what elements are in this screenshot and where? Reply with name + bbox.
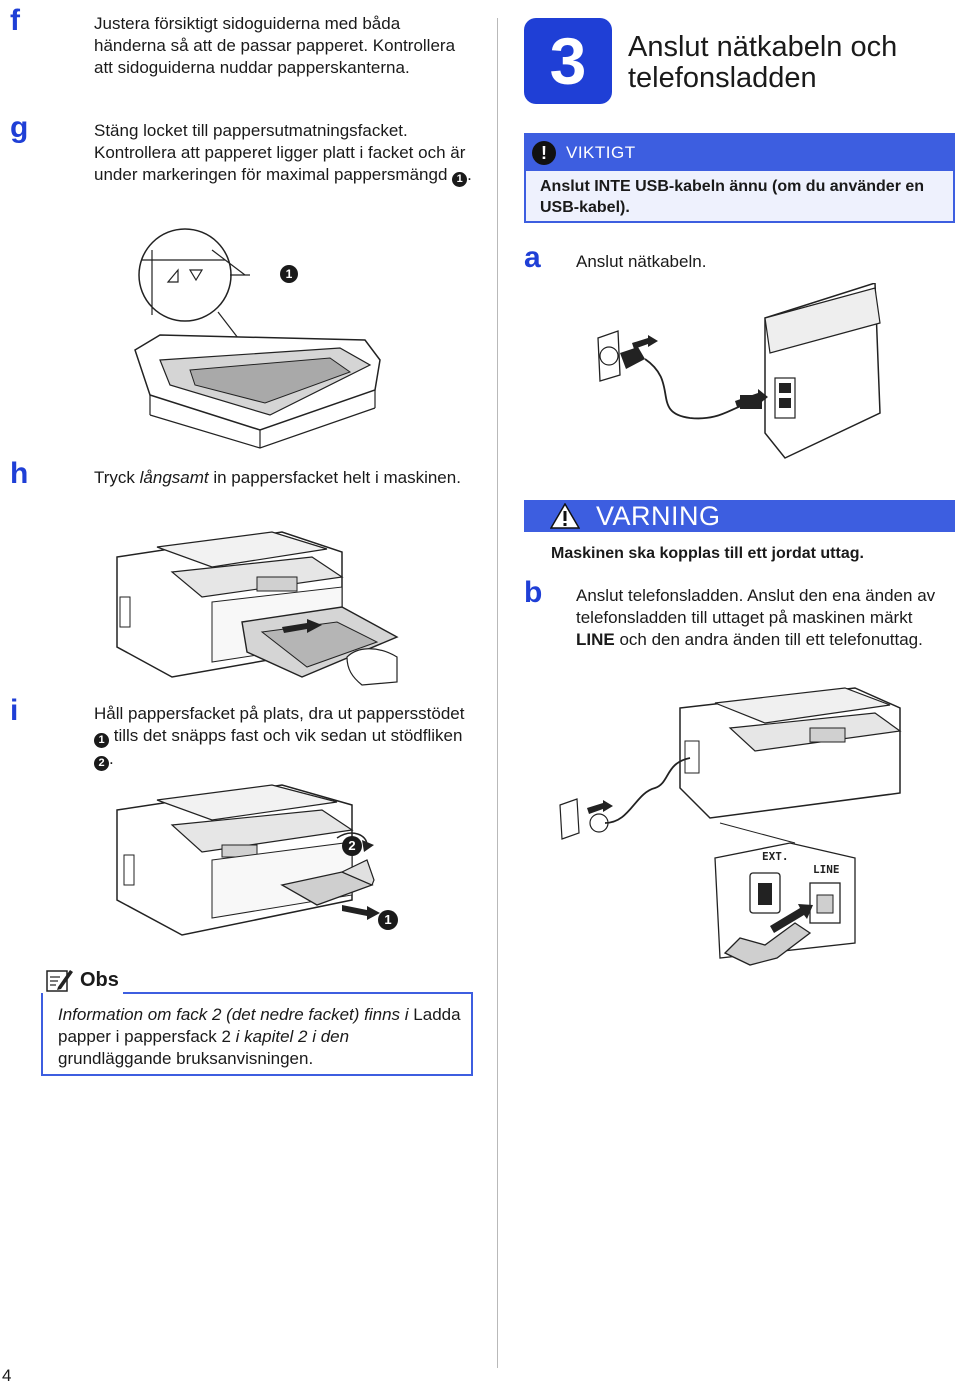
important-header: ! VIKTIGT <box>526 135 953 171</box>
phone-line-illustration: EXT. LINE <box>555 683 920 988</box>
step-letter-f: f <box>10 4 20 37</box>
printer-paper-support-illustration <box>112 780 412 940</box>
step-g-text-end: . <box>467 165 472 184</box>
figure-g-callout-1: 1 <box>280 265 298 283</box>
step-h-text-italic: långsamt <box>139 468 209 487</box>
important-label: VIKTIGT <box>566 143 636 162</box>
step-f-text: Justera försiktigt sidoguiderna med båda… <box>94 14 456 77</box>
callout-2: 2 <box>94 756 109 771</box>
step-i-text: Håll pappersfacket på plats, dra ut papp… <box>94 703 474 771</box>
note-header-rule <box>123 992 473 994</box>
figure-i-callout-1: 1 <box>378 910 398 930</box>
important-box: ! VIKTIGT Anslut INTE USB-kabeln ännu (o… <box>524 133 955 223</box>
section-title: Anslut nätkabeln och telefonsladden <box>628 31 898 94</box>
page-number: 4 <box>2 1366 12 1385</box>
note-label: Obs <box>80 968 119 991</box>
note-text-italic-1: Information om fack 2 (det nedre facket)… <box>58 1005 414 1024</box>
step-i-text-middle: tills det snäpps fast och vik sedan ut s… <box>109 726 463 745</box>
step-letter-h: h <box>10 457 29 490</box>
step-letter-g: g <box>10 111 29 144</box>
step-letter-b: b <box>524 576 543 609</box>
figure-i-callout-2: 2 <box>342 836 362 856</box>
step-b-text: Anslut telefonsladden. Anslut den ena än… <box>576 585 951 651</box>
note-text-italic-2: i kapitel 2 i den <box>230 1027 350 1046</box>
printer-tray-insert-illustration <box>112 527 402 687</box>
note-text-plain-1: Ladda papper i pappersfack 2 <box>58 1005 461 1046</box>
step-h-text-start: Tryck <box>94 468 140 487</box>
warning-text: Maskinen ska kopplas till ett jordat utt… <box>551 545 864 562</box>
ext-port-label: EXT. <box>762 850 789 863</box>
step-g-text: Stäng locket till pappersutmatningsfacke… <box>94 120 474 187</box>
line-port-label: LINE <box>813 863 840 876</box>
note-text-plain-2: grundläggande bruksanvisningen. <box>58 1049 314 1068</box>
step-b-text-end: och den andra änden till ett telefonutta… <box>614 630 923 649</box>
column-divider <box>497 18 498 1368</box>
warning-bar: VARNING <box>524 500 955 532</box>
step-h-text: Tryck långsamt in pappersfacket helt i m… <box>94 467 474 489</box>
warning-triangle-icon <box>550 503 580 529</box>
note-pencil-icon <box>46 967 74 993</box>
paper-tray-illustration <box>130 220 390 450</box>
step-h-text-end: in pappersfacket helt i maskinen. <box>208 468 461 487</box>
warning-label: VARNING <box>596 500 721 531</box>
step-b-text-start: Anslut telefonsladden. Anslut den ena än… <box>576 586 936 627</box>
step-i-text-start: Håll pappersfacket på plats, dra ut papp… <box>94 704 465 723</box>
important-text: Anslut INTE USB-kabeln ännu (om du använ… <box>540 178 925 216</box>
step-b-text-bold: LINE <box>576 630 615 649</box>
note-header: Obs <box>46 967 119 993</box>
power-cord-illustration <box>590 283 885 473</box>
note-box <box>41 993 473 1076</box>
exclamation-icon: ! <box>532 141 556 165</box>
callout-1: 1 <box>94 733 109 748</box>
section-number-badge: 3 <box>524 18 612 104</box>
step-g-text-main: Stäng locket till pappersutmatningsfacke… <box>94 121 466 184</box>
step-letter-i: i <box>10 694 19 727</box>
callout-1: 1 <box>452 172 468 187</box>
step-i-text-end: . <box>109 749 114 768</box>
note-body: Information om fack 2 (det nedre facket)… <box>58 1004 463 1070</box>
step-a-text: Anslut nätkabeln. <box>576 252 707 271</box>
step-letter-a: a <box>524 241 541 274</box>
